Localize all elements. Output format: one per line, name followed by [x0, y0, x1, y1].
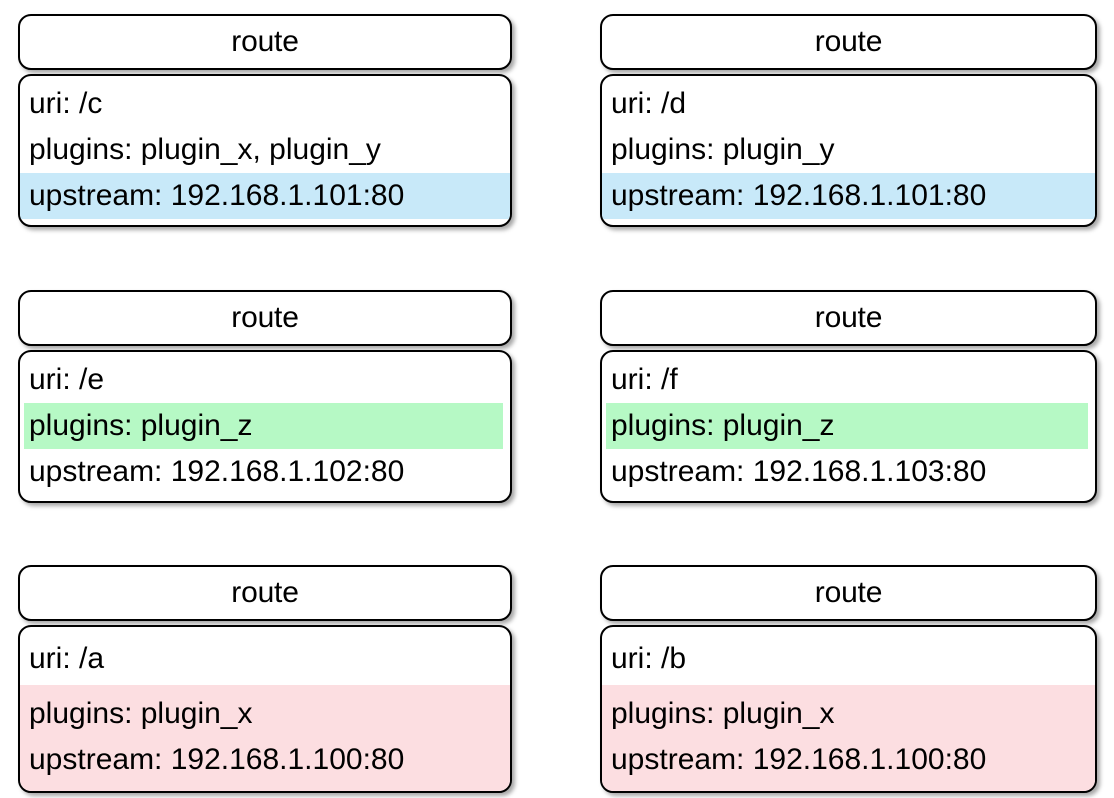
card-header: route	[18, 14, 512, 70]
card-header: route	[18, 565, 512, 621]
field-row-upstream-highlighted: upstream: 192.168.1.100:80	[29, 743, 405, 776]
field-row-plugins-highlighted: plugins: plugin_z	[606, 403, 1088, 449]
field-row-plugins-highlighted: plugins: plugin_z	[24, 403, 503, 449]
card-title: route	[231, 576, 299, 609]
field-group-highlighted: plugins: plugin_x upstream: 192.168.1.100…	[20, 685, 510, 791]
card-title: route	[814, 576, 883, 609]
field-row-upstream: upstream: 192.168.1.103:80	[611, 455, 987, 488]
field-row-plugins: plugins: plugin_y	[611, 133, 835, 166]
card-title: route	[231, 301, 299, 334]
field-row-uri: uri: /c	[29, 87, 103, 120]
field-list: uri: /b plugins: plugin_x upstream: 192.16…	[602, 627, 1095, 791]
field-row-uri: uri: /f	[611, 363, 678, 396]
field-row-upstream: upstream: 192.168.1.102:80	[29, 455, 405, 488]
card-header: route	[600, 14, 1097, 70]
field-row-plugins-highlighted: plugins: plugin_x	[29, 697, 253, 730]
field-row-upstream-highlighted: upstream: 192.168.1.101:80	[602, 173, 1095, 219]
card-body: uri: /f plugins: plugin_z upstream: 192.16…	[600, 350, 1097, 503]
card-header: route	[600, 565, 1097, 621]
field-row-upstream-highlighted: upstream: 192.168.1.101:80	[20, 173, 510, 219]
field-row-plugins-highlighted: plugins: plugin_x	[611, 697, 835, 730]
card-header: route	[18, 290, 512, 346]
card-title: route	[231, 25, 299, 58]
field-list: uri: /f plugins: plugin_z upstream: 192.16…	[602, 352, 1095, 501]
field-row-plugins: plugins: plugin_x, plugin_y	[29, 133, 381, 166]
card-title: route	[814, 301, 883, 334]
card-body: uri: /d plugins: plugin_y upstream: 192.16…	[600, 74, 1097, 227]
card-body: uri: /e plugins: plugin_z upstream: 192.16…	[18, 350, 512, 503]
card-body: uri: /b plugins: plugin_x upstream: 192.16…	[600, 625, 1097, 793]
card-body: uri: /a plugins: plugin_x upstream: 192.16…	[18, 625, 512, 793]
field-list: uri: /e plugins: plugin_z upstream: 192.16…	[20, 352, 510, 501]
card-title: route	[814, 25, 883, 58]
field-row-uri: uri: /e	[29, 363, 105, 396]
field-group-highlighted: plugins: plugin_x upstream: 192.168.1.100…	[602, 685, 1095, 791]
card-header: route	[600, 290, 1097, 346]
field-list: uri: /a plugins: plugin_x upstream: 192.16…	[20, 627, 510, 791]
field-row-uri: uri: /d	[611, 87, 687, 120]
field-row-upstream-highlighted: upstream: 192.168.1.100:80	[611, 743, 987, 776]
field-row-uri: uri: /a	[29, 642, 105, 675]
field-list: uri: /d plugins: plugin_y upstream: 192.16…	[602, 76, 1095, 225]
field-row-uri: uri: /b	[611, 642, 687, 675]
